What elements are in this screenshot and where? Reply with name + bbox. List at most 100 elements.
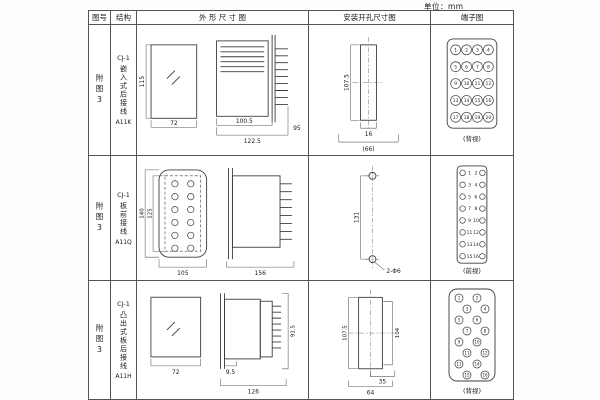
header-outline-dims: 外 形 尺 寸 图 [137, 11, 309, 25]
dimension-lines [150, 358, 237, 367]
terminal-grid: 1 2 3 4 5 6 7 8 9 10 11 12 13 14 15 16 [454, 293, 490, 380]
dim-label: 115 [139, 76, 146, 88]
svg-text:12: 12 [473, 230, 479, 236]
terminal-grid: 1 2 3 4 5 6 7 8 9 10 11 12 13 14 15 16 [459, 169, 486, 260]
svg-text:3: 3 [468, 182, 471, 188]
header-structure: 结构 [111, 11, 137, 25]
mounting-cell-row3: 107.5 104 35 64 [309, 281, 431, 399]
dim-label: 9.5 [226, 369, 236, 376]
outline-cell-row3: 72 9.5 126 91.5 [137, 281, 309, 399]
terminal-plate [446, 38, 498, 129]
dim-label: 100.5 [236, 118, 253, 125]
header-figure-no: 图号 [89, 11, 111, 25]
centerlines [352, 36, 385, 129]
dimension-lines [226, 261, 295, 268]
svg-text:20: 20 [486, 115, 492, 121]
dimension-lines [338, 44, 399, 143]
svg-text:2: 2 [465, 47, 468, 53]
dimension-lines [220, 292, 289, 387]
terminal-diagram-a11k: 1 2 3 4 5 6 7 8 9 10 11 12 13 14 15 16 1 [446, 38, 498, 143]
svg-text:2: 2 [476, 295, 479, 300]
svg-text:11: 11 [464, 350, 470, 355]
svg-text:9: 9 [468, 218, 471, 224]
terminal-grid: 1 2 3 4 5 6 7 8 9 10 11 12 13 14 15 16 1 [450, 44, 494, 123]
svg-text:18: 18 [464, 115, 470, 121]
svg-text:12: 12 [486, 81, 492, 87]
svg-text:8: 8 [484, 328, 487, 333]
svg-text:1: 1 [468, 170, 471, 176]
terminal-cell-row2: 1 2 3 4 5 6 7 8 9 10 11 12 13 14 15 16 [431, 156, 513, 281]
svg-text:1: 1 [458, 295, 461, 300]
mounting-cell-row2: 131 2-Φ6 [309, 156, 431, 281]
svg-text:15: 15 [467, 254, 473, 260]
side-view [228, 167, 292, 260]
figure-no-row2: 附图3 [95, 201, 104, 235]
side-view [216, 34, 288, 123]
svg-text:5: 5 [454, 64, 457, 70]
svg-text:1: 1 [454, 47, 457, 53]
spec-table: 图号 结构 外 形 尺 寸 图 安装开孔尺寸图 端子图 附图3 CJ-1 嵌入式… [88, 10, 514, 400]
dim-label: (66) [362, 146, 374, 153]
centerlines [348, 289, 395, 377]
svg-text:14: 14 [464, 98, 470, 104]
front-view [158, 169, 208, 258]
svg-text:10: 10 [474, 339, 480, 344]
model-label-row3: CJ-1 [117, 299, 130, 308]
mounting-cell-row1: 107.5 16 (66) [309, 25, 431, 156]
svg-text:12: 12 [482, 350, 488, 355]
figure-no-cell-row2: 附图3 [89, 156, 111, 281]
svg-text:17: 17 [453, 115, 459, 121]
dim-label: 131 [354, 212, 361, 224]
svg-text:9: 9 [458, 339, 461, 344]
figure-no-row1: 附图3 [95, 73, 104, 107]
svg-text:10: 10 [473, 218, 479, 224]
dim-label: 156 [255, 270, 267, 277]
figure-no-cell-row3: 附图3 [89, 281, 111, 399]
svg-text:16: 16 [482, 372, 488, 377]
outline-drawing-a11k: 115 72 100.5 122.5 95 [139, 34, 301, 145]
terminal-plate [448, 288, 496, 382]
svg-text:14: 14 [474, 361, 480, 366]
mounting-drawing-a11q: 131 2-Φ6 [354, 165, 401, 275]
svg-text:5: 5 [468, 194, 471, 200]
outline-drawing-a11q: 140 125 105 156 [140, 167, 295, 277]
dim-label: 107.5 [344, 74, 351, 91]
terminal-cell-row3: 1 2 3 4 5 6 7 8 9 10 11 12 13 14 15 16 [431, 281, 513, 399]
structure-cell-row2: CJ-1 板前接线 A11Q [111, 156, 137, 281]
code-label-row1: A11K [115, 119, 132, 126]
centerlines [365, 165, 380, 270]
structure-cell-row1: CJ-1 嵌入式后接线 A11K [111, 25, 137, 156]
svg-text:6: 6 [465, 64, 468, 70]
svg-text:13: 13 [456, 361, 462, 366]
structure-desc-row3: 凸出式板后接线 [119, 310, 128, 371]
svg-text:7: 7 [476, 64, 479, 70]
mounting-drawing-a11h: 107.5 104 35 64 [343, 289, 401, 397]
svg-text:3: 3 [466, 306, 469, 311]
dimension-lines [348, 297, 395, 387]
dim-label: 95 [293, 125, 301, 132]
structure-desc-row2: 板前接线 [119, 201, 128, 236]
svg-text:5: 5 [458, 317, 461, 322]
svg-text:19: 19 [475, 115, 481, 121]
svg-text:6: 6 [475, 194, 478, 200]
structure-desc-row1: 嵌入式后接线 [119, 65, 128, 116]
svg-text:4: 4 [487, 47, 490, 53]
view-caption: (背视) [463, 134, 481, 143]
model-label-row1: CJ-1 [117, 54, 130, 62]
front-view [150, 44, 198, 119]
front-view [150, 296, 202, 358]
dim-label: 91.5 [291, 325, 297, 337]
svg-text:2: 2 [475, 170, 478, 176]
dim-label: 72 [172, 369, 180, 376]
code-label-row2: A11Q [115, 238, 132, 246]
dim-label: 107.5 [343, 325, 349, 341]
view-caption: (背视) [463, 386, 481, 395]
svg-text:15: 15 [475, 98, 481, 104]
structure-cell-row3: CJ-1 凸出式板后接线 A11H [111, 281, 137, 399]
svg-text:8: 8 [487, 64, 490, 70]
svg-text:7: 7 [468, 206, 471, 212]
dimension-lines [145, 44, 197, 128]
hole-spec-label: 2-Φ6 [386, 268, 401, 275]
terminal-strip [456, 165, 488, 264]
